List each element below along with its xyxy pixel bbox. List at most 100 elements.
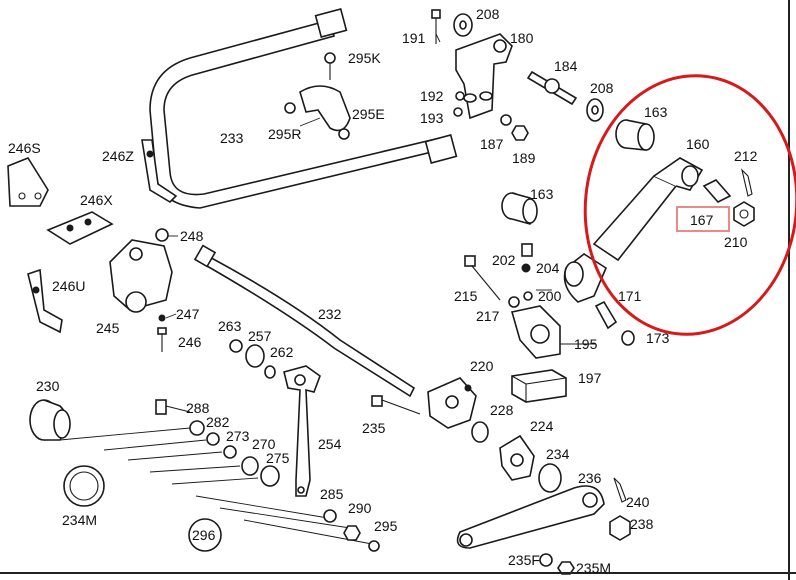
label-233: 233 (220, 130, 244, 146)
label-220: 220 (470, 358, 494, 374)
bolt-288 (155, 399, 191, 415)
label-238: 238 (630, 516, 654, 532)
label-180: 180 (510, 30, 534, 46)
label-282: 282 (206, 414, 230, 430)
label-273: 273 (226, 428, 250, 444)
label-295E: 295E (352, 106, 385, 122)
label-187: 187 (480, 136, 504, 152)
label-234M: 234M (62, 512, 98, 528)
label-235F: 235F (508, 552, 540, 568)
label-189: 189 (512, 150, 536, 166)
label-254: 254 (318, 436, 342, 452)
label-262: 262 (270, 344, 294, 360)
clamp-295 (284, 52, 351, 140)
label-288: 288 (186, 400, 210, 416)
label-215: 215 (454, 288, 478, 304)
label-246S: 246S (8, 140, 41, 156)
label-173: 173 (646, 330, 670, 346)
label-270: 270 (252, 436, 276, 452)
link-254 (283, 365, 321, 497)
label-210: 210 (724, 234, 748, 250)
sleeve-171 (594, 300, 618, 330)
bracket-220 (427, 377, 489, 443)
bushing-234 (538, 463, 562, 493)
label-246Z: 246Z (102, 148, 134, 164)
label-191: 191 (402, 30, 426, 46)
label-295K: 295K (348, 50, 381, 66)
label-232: 232 (318, 306, 342, 322)
label-245: 245 (96, 320, 120, 336)
label-171: 171 (618, 288, 642, 304)
bolt-215 (464, 255, 501, 301)
label-208-b: 208 (590, 80, 614, 96)
bracket-180 (431, 9, 513, 120)
label-246X: 246X (80, 192, 113, 208)
arm-224 (499, 434, 535, 481)
shock-absorber-160 (563, 157, 704, 303)
highlight-box-167 (676, 206, 730, 232)
label-247: 247 (176, 306, 200, 322)
bracket-246Z (141, 139, 178, 204)
label-235: 235 (362, 420, 386, 436)
label-246U: 246U (52, 278, 86, 294)
label-195: 195 (574, 336, 598, 352)
label-228: 228 (490, 402, 514, 418)
label-184: 184 (554, 58, 578, 74)
label-193: 193 (420, 110, 444, 126)
label-263: 263 (218, 318, 242, 334)
stabilizer-bar-233 (149, 8, 458, 209)
frame-right-edge (788, 0, 790, 580)
hardware-235F-235M (539, 553, 575, 575)
plate-246X (46, 211, 114, 245)
lever-236 (456, 485, 605, 549)
label-295R: 295R (268, 126, 302, 142)
cotter-212 (741, 168, 753, 197)
label-240: 240 (626, 494, 650, 510)
label-167: 167 (690, 212, 714, 228)
label-204: 204 (536, 260, 560, 276)
label-236: 236 (578, 470, 602, 486)
label-234: 234 (546, 446, 570, 462)
label-296: 296 (192, 527, 216, 543)
label-230: 230 (36, 378, 60, 394)
label-235M: 235M (576, 560, 612, 576)
label-224: 224 (530, 418, 554, 434)
nuts-187-189 (500, 114, 529, 141)
bushing-163b (501, 192, 538, 225)
sleeve-167 (702, 179, 732, 203)
label-192: 192 (420, 88, 444, 104)
frame-bottom-edge (0, 572, 796, 574)
label-163: 163 (644, 104, 668, 120)
label-248: 248 (180, 228, 204, 244)
track-rod-232 (193, 244, 416, 398)
label-197: 197 (578, 370, 602, 386)
bracket-246S (7, 157, 49, 207)
hardware-200-202-204-217 (508, 243, 533, 308)
label-257: 257 (248, 328, 272, 344)
bracket-195 (510, 305, 561, 359)
bolt-235 (371, 395, 421, 415)
circlip-234M (63, 465, 105, 507)
bushings-257-262-263 (229, 339, 276, 379)
leader-lines-296 (59, 427, 373, 552)
pin-184 (526, 70, 604, 122)
bracket-246U (27, 268, 63, 334)
label-290: 290 (348, 500, 372, 516)
label-217: 217 (476, 308, 500, 324)
label-212: 212 (734, 148, 758, 164)
label-202: 202 (492, 252, 516, 268)
label-285: 285 (320, 486, 344, 502)
label-leaders (165, 33, 596, 345)
hardware-285-290-295 (323, 509, 380, 552)
label-163-b: 163 (530, 186, 554, 202)
nut-210 (733, 201, 755, 227)
pin-240 (609, 477, 631, 541)
label-295: 295 (374, 518, 398, 534)
washer-173 (621, 330, 635, 346)
mount-245 (109, 228, 173, 352)
block-197 (511, 369, 567, 403)
label-160: 160 (686, 136, 710, 152)
bushing-230 (29, 399, 71, 441)
